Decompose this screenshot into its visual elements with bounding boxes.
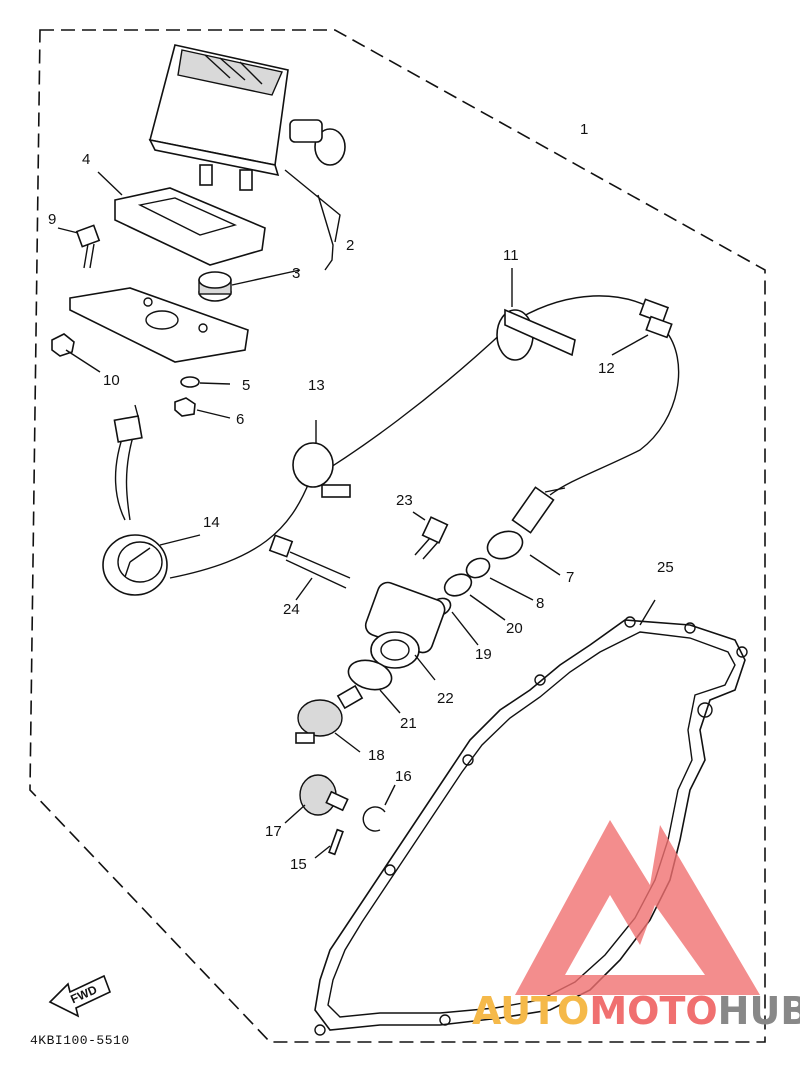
callout-2: 2 (346, 237, 354, 254)
callout-7: 7 (566, 569, 574, 586)
forward-arrow: FWD (48, 974, 112, 1018)
callout-22: 22 (437, 690, 454, 707)
callout-18: 18 (368, 747, 385, 764)
speedometer-unit (148, 44, 346, 191)
callout-16: 16 (395, 768, 412, 785)
callout-14: 14 (203, 514, 220, 531)
watermark-logo (515, 820, 760, 995)
drive-gear (295, 684, 364, 753)
circlip (362, 806, 386, 832)
long-bolt (268, 534, 351, 601)
callout-15: 15 (290, 856, 307, 873)
cable-sleeve (486, 486, 566, 576)
callout-25: 25 (657, 559, 674, 576)
callout-9: 9 (48, 211, 56, 228)
callout-12: 12 (598, 360, 615, 377)
meter-stay (69, 287, 249, 363)
callout-4: 4 (82, 151, 90, 168)
driven-gear (284, 774, 349, 824)
bolt (412, 511, 449, 560)
callout-1: 1 (580, 121, 588, 138)
watermark-auto: AUTO (472, 989, 589, 1033)
callout-5: 5 (242, 377, 250, 394)
callout-20: 20 (506, 620, 523, 637)
callout-10: 10 (103, 372, 120, 389)
nut (51, 333, 75, 357)
pin (328, 828, 344, 856)
bolt (75, 224, 101, 269)
callout-13: 13 (308, 377, 325, 394)
o-ring (465, 557, 491, 579)
callout-24: 24 (283, 601, 300, 618)
callout-labels: 1 2 3 4 5 6 7 8 9 10 11 12 13 14 15 16 1… (48, 121, 674, 873)
callout-19: 19 (475, 646, 492, 663)
cable-clip (611, 298, 673, 356)
callout-11: 11 (503, 247, 519, 264)
o-ring (347, 659, 393, 691)
callout-8: 8 (536, 595, 544, 612)
assembly-boundary (29, 29, 766, 1043)
cable-grommet (102, 534, 168, 596)
gear-housing (364, 581, 446, 681)
diagram-code: 4KBI100-5510 (30, 1033, 130, 1048)
cable-clamp (292, 420, 351, 498)
callout-17: 17 (265, 823, 282, 840)
callout-23: 23 (396, 492, 413, 509)
callout-3: 3 (292, 265, 300, 282)
watermark-text: AUTOMOTOHUB (472, 989, 800, 1033)
oil-seal (443, 573, 473, 597)
grommet (198, 271, 232, 302)
cable-band (496, 268, 576, 361)
watermark-moto: MOTO (589, 989, 717, 1033)
callout-6: 6 (236, 411, 244, 428)
nut (174, 397, 196, 417)
callout-21: 21 (400, 715, 417, 732)
meter-bracket (114, 187, 266, 266)
watermark-triangle (515, 820, 760, 995)
washer (180, 376, 200, 388)
watermark-hub: HUB (718, 989, 800, 1033)
